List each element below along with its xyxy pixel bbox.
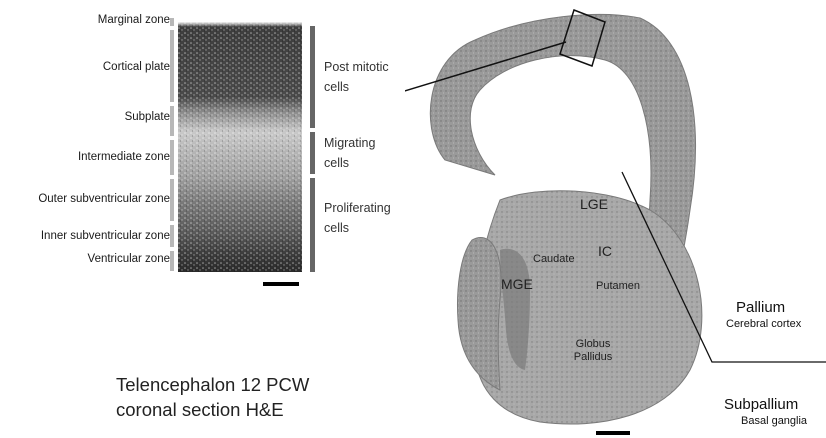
zone-label-cortical-plate: Cortical plate xyxy=(103,61,170,73)
zone-brace-subplate xyxy=(170,106,174,136)
zone-label-inner-svz: Inner subventricular zone xyxy=(41,230,170,242)
medial-lobe xyxy=(458,238,501,391)
zone-brace-marginal xyxy=(170,18,174,26)
group-bar-migrating xyxy=(310,132,315,174)
zone-label-intermediate: Intermediate zone xyxy=(78,151,170,163)
group-label-proliferating: Proliferating cells xyxy=(324,198,404,238)
cortex-histology-strip xyxy=(178,22,302,272)
zone-brace-cortical-plate xyxy=(170,30,174,102)
zone-label-subplate: Subplate xyxy=(125,111,170,123)
zone-label-marginal: Marginal zone xyxy=(98,14,170,26)
region-label-ic: IC xyxy=(598,243,612,259)
zone-label-ventricular: Ventricular zone xyxy=(88,253,170,265)
group-label-migrating: Migrating cells xyxy=(324,133,394,173)
zone-brace-ventricular xyxy=(170,251,174,271)
strip-scale-bar xyxy=(263,282,299,286)
zone-brace-inner-svz xyxy=(170,225,174,247)
section-scale-bar xyxy=(596,431,630,435)
zone-label-outer-svz: Outer subventricular zone xyxy=(38,193,170,205)
caption-line-1: Telencephalon 12 PCW xyxy=(116,374,309,396)
pallium-label: Pallium xyxy=(736,299,785,316)
group-bar-post-mitotic xyxy=(310,26,315,128)
subpallium-label: Subpallium xyxy=(724,396,798,413)
subpallium-sub-label: Basal ganglia xyxy=(741,415,807,427)
region-label-putamen: Putamen xyxy=(596,280,640,292)
region-label-mge: MGE xyxy=(501,276,533,292)
zone-brace-intermediate xyxy=(170,140,174,175)
pallium-sub-label: Cerebral cortex xyxy=(726,318,801,330)
region-label-lge: LGE xyxy=(580,196,608,212)
group-label-post-mitotic: Post mitotic cells xyxy=(324,57,404,97)
caption-line-2: coronal section H&E xyxy=(116,399,284,421)
group-bar-proliferating xyxy=(310,178,315,272)
coronal-section-image xyxy=(405,0,826,438)
region-label-caudate: Caudate xyxy=(533,253,575,265)
region-label-globus-pallidus: Globus Pallidus xyxy=(571,338,615,364)
zone-brace-outer-svz xyxy=(170,179,174,221)
